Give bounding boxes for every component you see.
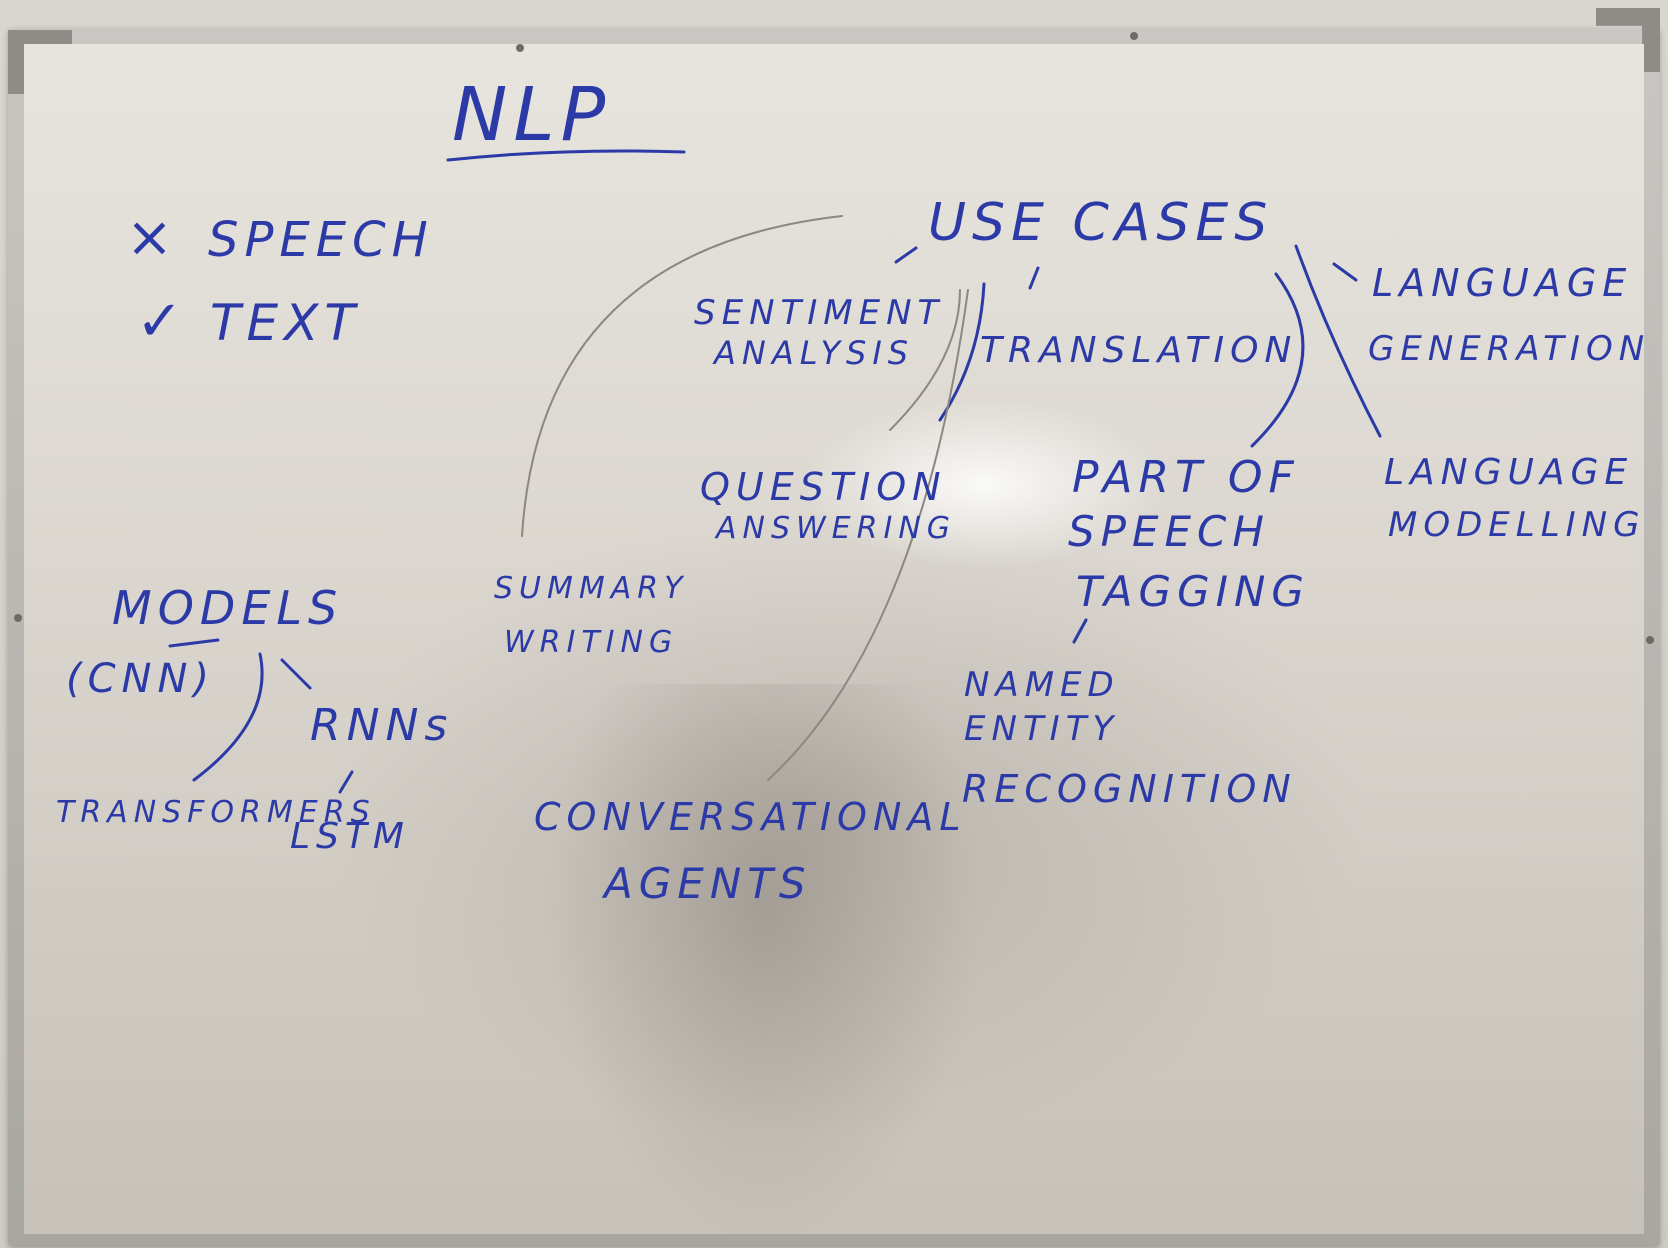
text-label: TEXT bbox=[210, 294, 361, 352]
speech-label: SPEECH bbox=[208, 212, 434, 268]
models-heading: MODELS bbox=[112, 581, 343, 635]
use-case-conversational-line1: CONVERSATIONAL bbox=[534, 795, 967, 839]
frame-screw bbox=[516, 44, 524, 52]
frame-screw bbox=[1130, 32, 1138, 40]
model-lstm: LSTM bbox=[290, 816, 410, 857]
model-rnns: RNNs bbox=[310, 700, 453, 751]
arc-summary bbox=[521, 215, 843, 537]
frame-screw bbox=[14, 614, 22, 622]
use-case-sentiment-line2: ANALYSIS bbox=[712, 334, 914, 372]
use-case-language-generation-line2: GENERATION bbox=[1368, 329, 1650, 369]
use-case-language-generation-line1: LANGUAGE bbox=[1372, 261, 1632, 305]
use-case-question-answering-line1: QUESTION bbox=[700, 465, 947, 509]
use-case-language-modelling-line1: LANGUAGE bbox=[1384, 452, 1633, 493]
title-underline bbox=[446, 149, 686, 162]
use-case-summary-line2: WRITING bbox=[504, 625, 678, 660]
whiteboard-surface bbox=[24, 44, 1644, 1234]
connector-translation bbox=[1028, 266, 1040, 290]
connector-lstm bbox=[338, 770, 354, 794]
use-case-question-answering-line2: ANSWERING bbox=[714, 511, 956, 546]
connector-rnns bbox=[280, 658, 312, 690]
people-reflection bbox=[544, 684, 984, 1234]
use-case-pos-line3: TAGGING bbox=[1076, 567, 1310, 616]
use-cases-heading: USE CASES bbox=[928, 193, 1273, 253]
use-case-pos-line1: PART OF bbox=[1072, 452, 1300, 503]
arc-models bbox=[192, 652, 264, 782]
model-cnn: (CNN) bbox=[66, 656, 215, 702]
use-case-pos-line2: SPEECH bbox=[1068, 507, 1270, 556]
use-case-conversational-line2: AGENTS bbox=[601, 859, 812, 908]
frame-screw bbox=[1646, 636, 1654, 644]
use-case-ner-line1: NAMED bbox=[964, 665, 1120, 705]
use-case-translation: TRANSLATION bbox=[980, 330, 1297, 371]
connector-language-generation bbox=[1332, 262, 1358, 282]
arc-question bbox=[889, 289, 961, 431]
arc-language-group bbox=[1294, 244, 1382, 438]
connector-sentiment bbox=[894, 246, 918, 264]
connector-cnn bbox=[168, 638, 220, 648]
use-case-sentiment-line1: SENTIMENT bbox=[694, 293, 944, 333]
arc-conversational bbox=[767, 289, 969, 781]
use-case-ner-line2: ENTITY bbox=[964, 709, 1119, 749]
use-case-ner-line3: RECOGNITION bbox=[962, 767, 1297, 811]
board-title: NLP bbox=[452, 72, 611, 158]
arc-pos bbox=[1250, 272, 1305, 448]
connector-ner bbox=[1072, 618, 1088, 644]
use-case-summary-line1: SUMMARY bbox=[494, 571, 688, 606]
speech-cross-mark: × bbox=[126, 205, 179, 270]
text-check-mark: ✓ bbox=[136, 289, 189, 354]
model-transformers: TRANSFORMERS bbox=[56, 795, 376, 830]
use-case-language-modelling-line2: MODELLING bbox=[1388, 505, 1645, 545]
